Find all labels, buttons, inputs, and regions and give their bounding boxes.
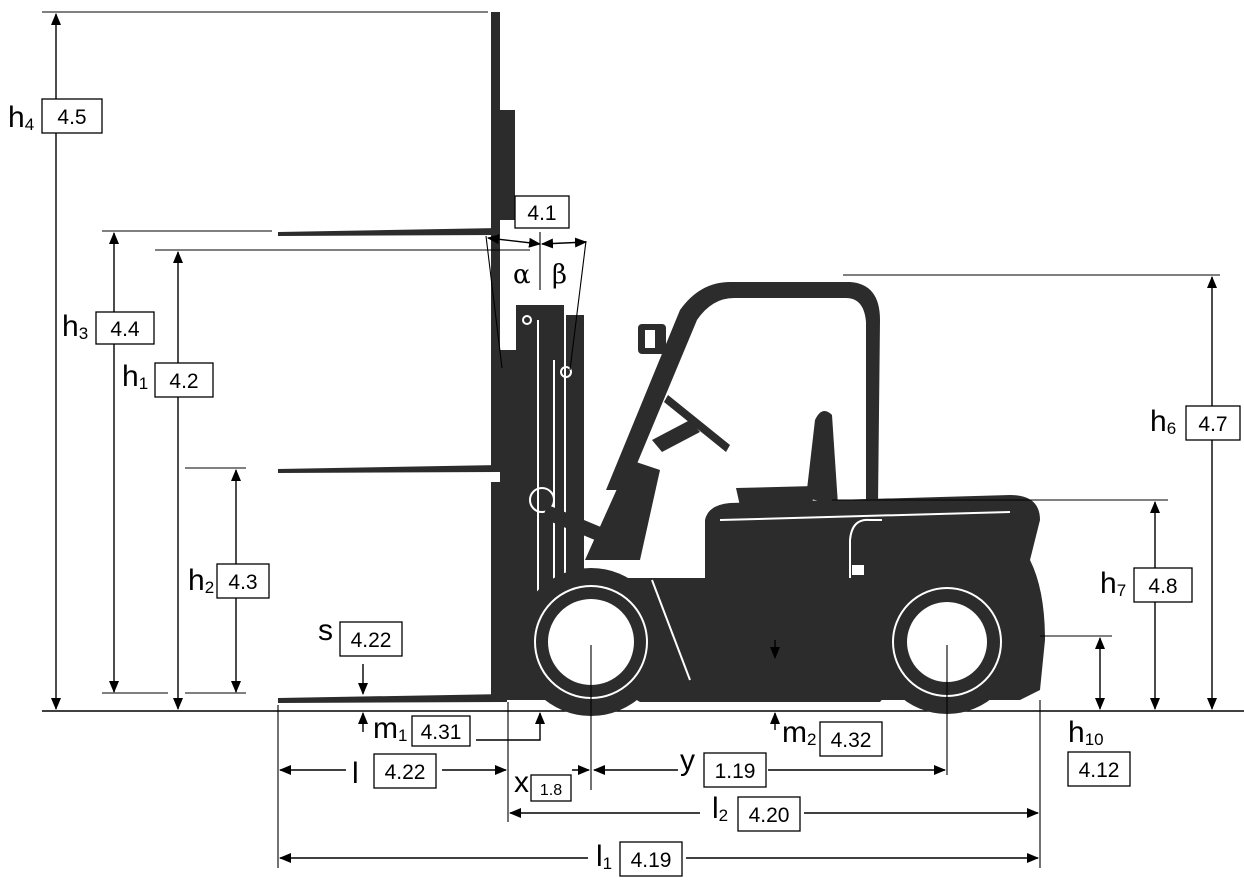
code-box-h7 — [1133, 567, 1193, 603]
seat — [736, 486, 815, 506]
code-h10: 4.12 — [1079, 759, 1120, 782]
fork-carriage-mid — [491, 230, 500, 470]
code-h4: 4.5 — [57, 106, 86, 129]
code-box-m2 — [819, 721, 883, 757]
code-box-m1 — [411, 715, 471, 747]
code-h2: 4.3 — [228, 571, 257, 594]
code-box-y — [703, 752, 767, 788]
alpha-label: α — [513, 260, 531, 290]
label-h10: h10 4.12 — [1067, 716, 1131, 787]
svg-text:h1: h1 — [122, 360, 148, 393]
fork-carriage-bottom — [491, 482, 500, 696]
code-box-s — [339, 621, 403, 657]
svg-text:x: x — [514, 766, 529, 799]
code-box-l2 — [737, 796, 801, 832]
dimension-lines — [42, 11, 1220, 868]
svg-text:h2: h2 — [188, 564, 214, 597]
label-h7: h7 4.8 — [1100, 567, 1193, 603]
code-h1: 4.2 — [169, 370, 198, 393]
svg-text:m2: m2 — [782, 716, 816, 749]
code-box-h10 — [1067, 751, 1131, 787]
label-h3: h3 4.4 — [62, 310, 155, 345]
svg-text:s: s — [318, 614, 333, 647]
overhead-guard — [606, 282, 880, 505]
code-box-l — [373, 753, 437, 789]
label-h6: h6 4.7 — [1150, 405, 1241, 441]
label-tilt: 4.1 α β — [513, 195, 570, 290]
code-box-x — [530, 774, 572, 802]
code-box-h4 — [41, 98, 103, 134]
code-box-h6 — [1185, 405, 1241, 441]
fork-bottom — [278, 694, 507, 703]
label-x: x 1.8 — [514, 766, 572, 802]
code-l: 4.22 — [385, 761, 426, 784]
code-l1: 4.19 — [631, 849, 672, 872]
label-h2: h2 4.3 — [188, 563, 270, 599]
fork-mid — [278, 465, 500, 473]
svg-text:l1: l1 — [596, 840, 612, 873]
label-m1: m1 4.31 — [373, 712, 471, 747]
code-s: 4.22 — [351, 629, 392, 652]
code-tilt: 4.1 — [527, 202, 556, 225]
svg-text:h6: h6 — [1150, 405, 1176, 438]
code-box-h2 — [216, 563, 270, 599]
svg-text:h3: h3 — [62, 310, 88, 343]
code-box-h3 — [95, 311, 155, 345]
code-h3: 4.4 — [110, 318, 140, 341]
code-h6: 4.7 — [1198, 413, 1227, 436]
code-m2: 4.32 — [831, 729, 872, 752]
fork-carriage-top — [491, 12, 500, 232]
svg-text:h4: h4 — [8, 101, 34, 134]
code-box-tilt — [514, 195, 570, 229]
svg-text:h7: h7 — [1100, 567, 1126, 600]
label-h1: h1 4.2 — [122, 360, 214, 398]
label-m2: m2 4.32 — [782, 716, 883, 757]
front-wheel-hub — [548, 599, 634, 685]
label-h4: h4 4.5 — [8, 98, 103, 134]
code-y: 1.19 — [715, 760, 756, 783]
beta-label: β — [552, 260, 567, 290]
svg-text:m1: m1 — [373, 712, 407, 745]
code-x: 1.8 — [540, 782, 562, 799]
code-l2: 4.20 — [749, 804, 790, 827]
svg-text:l2: l2 — [712, 792, 728, 825]
code-h7: 4.8 — [1148, 575, 1177, 598]
code-box-h1 — [154, 362, 214, 398]
fork-top — [278, 228, 500, 236]
label-l2: l2 4.20 — [712, 792, 801, 832]
label-y: y 1.19 — [680, 744, 767, 788]
code-m1: 4.31 — [421, 721, 462, 744]
rear-wheel-hub — [907, 602, 987, 682]
forklift-body — [517, 282, 1045, 716]
svg-text:h10: h10 — [1068, 716, 1104, 749]
label-l1: l1 4.19 — [596, 840, 683, 877]
code-box-l1 — [619, 841, 683, 877]
label-s: s 4.22 — [318, 614, 403, 657]
svg-text:l: l — [352, 757, 359, 790]
label-l: l 4.22 — [352, 753, 437, 790]
svg-text:y: y — [680, 744, 695, 777]
